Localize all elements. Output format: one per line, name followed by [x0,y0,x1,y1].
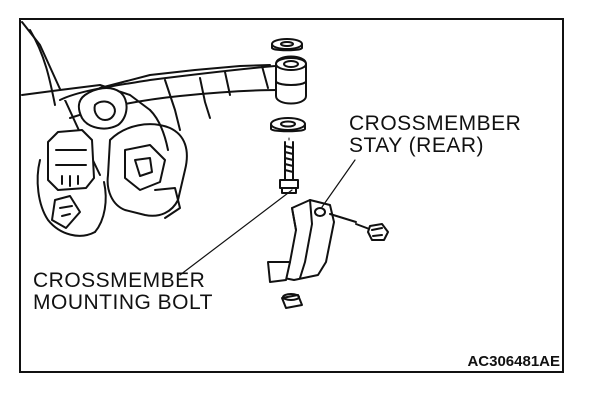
bolt-label-line1: CROSSMEMBER [33,269,206,292]
stay-label-line1: CROSSMEMBER [349,112,522,135]
stay-label: CROSSMEMBER STAY (REAR) [349,113,521,157]
bolt-leader-line [179,189,293,276]
stay-nut [281,293,303,309]
upper-washer [271,38,303,52]
stay-leader-line [321,159,356,208]
crossmember-bushing [275,55,307,105]
stay-bolt [355,223,389,241]
crossmember-mounting-bolt [279,141,299,194]
lower-washer [270,117,306,133]
figure-code: AC306481AE [467,353,560,370]
stay-label-line2: STAY (REAR) [349,134,485,157]
bolt-label-line2: MOUNTING BOLT [33,291,213,314]
bolt-label: CROSSMEMBER MOUNTING BOLT [33,270,213,314]
crossmember-body [21,21,291,237]
crossmember-stay [267,199,357,283]
